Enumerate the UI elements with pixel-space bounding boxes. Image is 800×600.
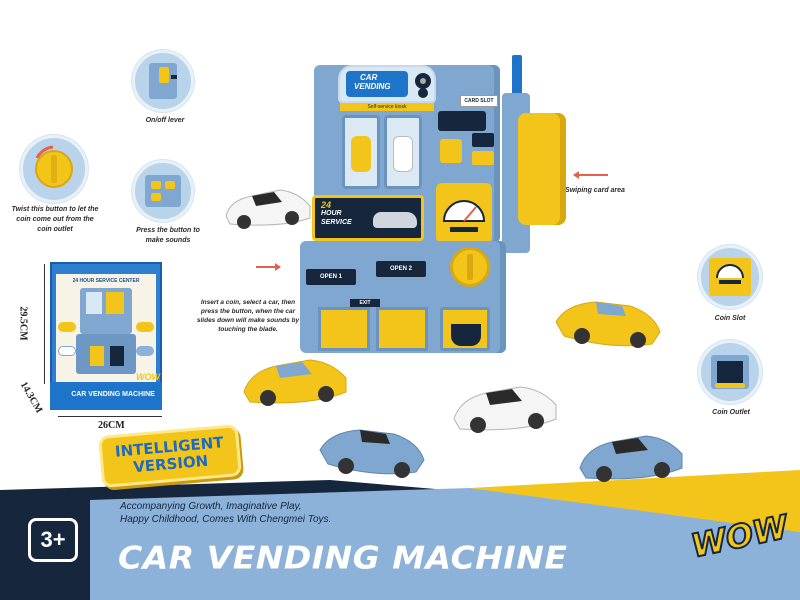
tagline-line-1: Accompanying Growth, Imaginative Play, xyxy=(120,501,302,512)
lever-handle[interactable] xyxy=(440,139,462,163)
coin-slot-caption: Coin Slot xyxy=(714,315,746,322)
width-line xyxy=(58,416,162,417)
coin-outlet[interactable] xyxy=(440,307,490,351)
car-icon xyxy=(243,359,347,406)
lever-caption: On/off lever xyxy=(145,117,185,124)
arrow-icon xyxy=(573,171,608,179)
sign-strip: Self-service kiosk xyxy=(340,103,434,111)
exit-chute-2 xyxy=(376,307,428,351)
machine-sign: CAR VENDING xyxy=(338,65,436,103)
swipe-card-area[interactable] xyxy=(518,113,566,225)
coin-slot-icon xyxy=(709,258,751,296)
tagline-line-2: Happy Childhood, Comes With Chengmei Toy… xyxy=(120,514,332,525)
product-box: 24 HOUR SERVICE CENTER CAR VENDING MACHI… xyxy=(50,262,162,410)
age-text: 3+ xyxy=(40,527,66,552)
vending-machine: CAR VENDING Self-service kiosk CARD SLOT xyxy=(290,55,580,395)
exit-chute-1 xyxy=(318,307,370,351)
footer-blue-band xyxy=(90,488,800,600)
footer-title: CAR VENDING MACHINE xyxy=(118,538,568,577)
height-dimension: 29.5CM xyxy=(17,306,29,341)
age-badge: 3+ xyxy=(28,518,78,562)
open-2-label: OPEN 2 xyxy=(389,266,412,272)
footer-yellow-band xyxy=(470,470,800,532)
screen-line-1: 24 xyxy=(321,200,332,210)
lever-icon xyxy=(149,63,177,99)
car-icon xyxy=(453,386,557,433)
sound-button[interactable] xyxy=(472,151,494,165)
width-dimension: 26CM xyxy=(98,420,125,431)
box-title: CAR VENDING MACHINE xyxy=(71,391,155,398)
twist-caption: Twist this button to let the coin come o… xyxy=(11,206,99,233)
exit-label: EXIT xyxy=(359,300,371,306)
lever-detail xyxy=(132,50,194,112)
card[interactable] xyxy=(512,55,522,95)
tagline: Accompanying Growth, Imaginative Play, H… xyxy=(120,500,440,526)
card-slot-label: CARD SLOT xyxy=(460,95,498,107)
arrow-icon xyxy=(256,263,281,271)
box-wow: WOW xyxy=(136,372,160,382)
screen-line-3: SERVICE xyxy=(321,219,352,226)
coin-knob[interactable] xyxy=(450,247,490,287)
open-2-button[interactable]: OPEN 2 xyxy=(376,261,426,277)
swipe-caption: Swiping card area xyxy=(565,187,625,194)
car-icon xyxy=(555,301,661,348)
coin-outlet-icon xyxy=(711,355,749,389)
coin-knob-detail xyxy=(20,135,88,203)
insert-caption: Insert a coin, select a car, then press … xyxy=(196,299,300,333)
coin-outlet-detail xyxy=(698,340,762,404)
sound-caption: Press the button to make sounds xyxy=(136,227,200,244)
coin-outlet-caption: Coin Outlet xyxy=(712,409,750,416)
open-1-button[interactable]: OPEN 1 xyxy=(306,269,356,285)
car-icon xyxy=(225,189,311,229)
sound-button-icon xyxy=(145,175,181,207)
machine-screen: 24 HOUR SERVICE xyxy=(312,195,424,241)
sign-line-2: VENDING xyxy=(354,82,391,91)
card-slot-text: CARD SLOT xyxy=(464,98,494,104)
sign-line-1: CAR xyxy=(360,73,378,82)
coin-slot-detail xyxy=(698,245,762,309)
footer-background xyxy=(0,470,800,600)
sound-button[interactable] xyxy=(472,133,494,147)
car-icon xyxy=(579,435,683,482)
car-icon xyxy=(319,429,425,478)
footer-corner xyxy=(0,565,90,600)
sound-button-detail xyxy=(132,160,194,222)
exit-sign: EXIT xyxy=(350,299,380,307)
car-icon xyxy=(373,212,417,228)
car-window-1 xyxy=(342,115,380,189)
car-window-2 xyxy=(384,115,422,189)
depth-dimension: 14.3CM xyxy=(17,379,45,416)
sign-sub: Self-service kiosk xyxy=(367,104,407,110)
screen-line-2: HOUR xyxy=(321,210,342,217)
coin-slot[interactable] xyxy=(436,183,492,243)
height-line xyxy=(44,264,45,384)
open-1-label: OPEN 1 xyxy=(319,274,342,280)
gauge-icon xyxy=(442,200,486,232)
box-label: 24 HOUR SERVICE CENTER xyxy=(72,278,140,284)
tire-icon xyxy=(415,73,431,98)
coin-knob-icon xyxy=(35,145,73,188)
